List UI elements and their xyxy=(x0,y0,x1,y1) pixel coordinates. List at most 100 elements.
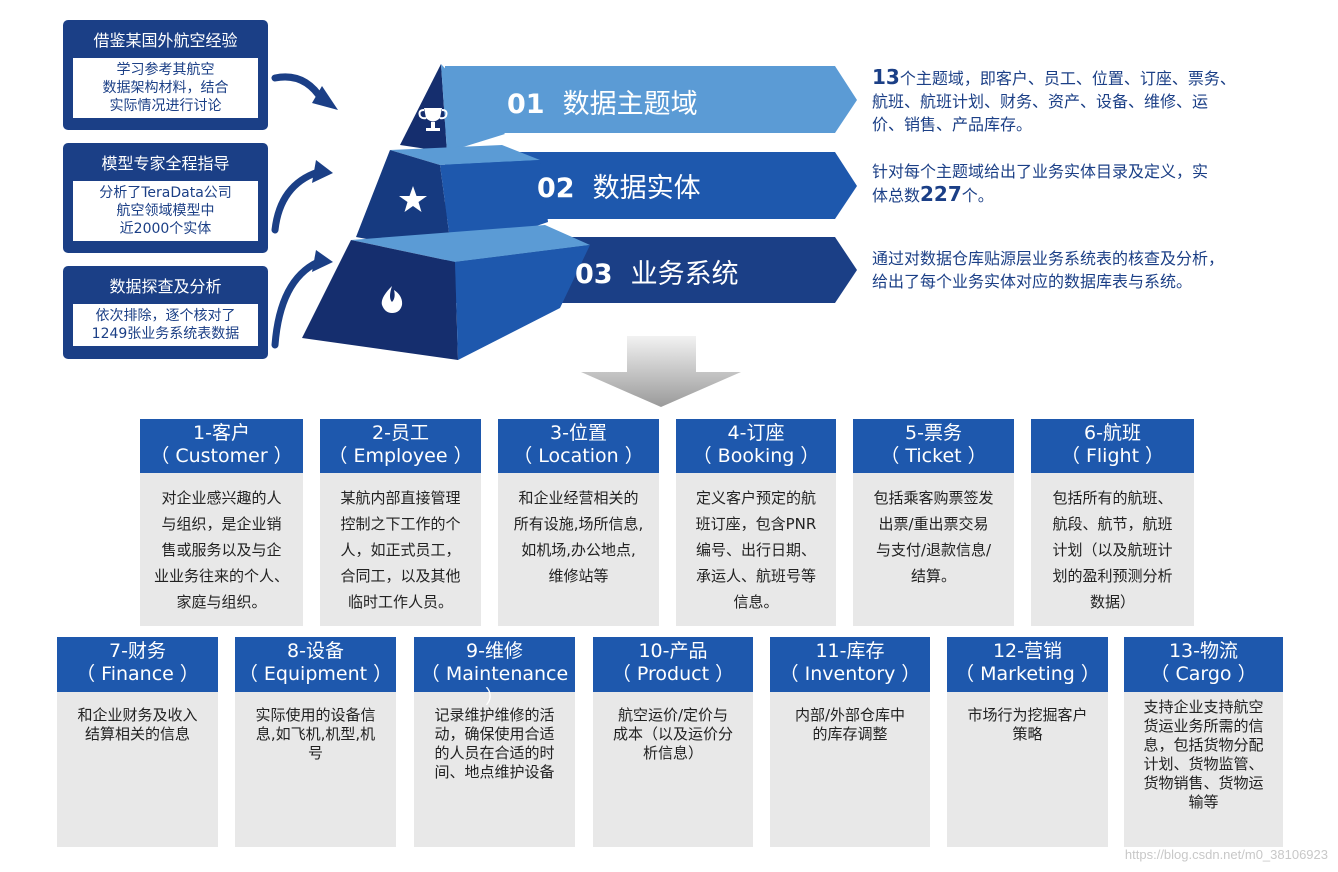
entity-desc-line: 临时工作人员。 xyxy=(347,593,453,611)
entity-desc-line: 计划、货物监管、 xyxy=(1143,755,1264,773)
left-panel-body: 学习参考其航空 数据架构材料，结合 实际情况进行讨论 xyxy=(73,58,258,118)
entity-desc-line: 的库存调整 xyxy=(812,725,888,743)
entity-desc-line: 结算。 xyxy=(910,567,956,585)
entity-card-employee: 2-员工 （ Employee ） 某航内部直接管理 控制之下工作的个 人，如正… xyxy=(320,419,481,626)
pyramid-level-3-left xyxy=(302,240,458,360)
entity-card-header: 1-客户 （ Customer ） xyxy=(140,419,303,473)
pyramid-diagram xyxy=(271,64,857,407)
left-panel-3: 数据探查及分析 依次排除，逐个核对了 1249张业务系统表数据 xyxy=(63,266,268,359)
left-panel-line: 数据架构材料，结合 xyxy=(102,80,229,96)
entity-desc-line: 与支付/退款信息/ xyxy=(875,541,992,559)
entity-desc-line: 与组织，是企业销 xyxy=(161,515,282,533)
entity-desc-line: 出票/重出票交易 xyxy=(878,515,989,533)
left-panel-title: 数据探查及分析 xyxy=(109,277,222,296)
pyramid-level-2-left xyxy=(356,150,452,255)
entity-desc-line: 和企业经营相关的 xyxy=(518,489,639,507)
left-panel-line: 近2000个实体 xyxy=(119,221,212,237)
entity-desc-line: 班订座，包含PNR xyxy=(695,515,817,533)
entity-english-name: （ Equipment ） xyxy=(238,663,393,685)
entity-card-marketing: 12-营销 （ Marketing ） 市场行为挖掘客户 策略 xyxy=(947,637,1108,847)
entity-card-body: 内部/外部仓库中 的库存调整 xyxy=(770,692,930,847)
band-title: 业务系统 xyxy=(630,259,739,290)
entity-card-equipment: 8-设备 （ Equipment ） 实际使用的设备信 息,如飞机,机型,机 号 xyxy=(235,637,396,847)
entity-title: 3-位置 xyxy=(550,422,607,444)
entity-desc-line: 划的盈利预测分析 xyxy=(1052,567,1173,585)
entity-card-header: 7-财务 （ Finance ） xyxy=(57,637,218,692)
entity-desc-line: 动，确保使用合适 xyxy=(434,725,555,743)
entity-desc-line: 间、地点维护设备 xyxy=(434,763,555,781)
entity-desc-line: 支持企业支持航空 xyxy=(1143,698,1264,716)
entity-desc-line: 航空运价/定价与 xyxy=(617,706,729,724)
entity-desc-line: 记录维护维修的活 xyxy=(434,706,555,724)
arrowhead-2 xyxy=(312,160,333,183)
entity-title: 5-票务 xyxy=(905,422,962,444)
entity-desc-line: 息，包括货物分配 xyxy=(1143,736,1264,754)
entity-card-body: 定义客户预定的航 班订座，包含PNR 编号、出行日期、 承运人、航班号等 信息。 xyxy=(676,473,836,626)
arrowhead-3 xyxy=(312,250,333,272)
entity-card-cargo: 13-物流 （ Cargo ） 支持企业支持航空 货运业务所需的信 息，包括货物… xyxy=(1124,637,1283,847)
description-line: 13个主题域，即客户、员工、位置、订座、票务、 xyxy=(872,66,1236,90)
entity-desc-line: 控制之下工作的个 xyxy=(340,515,461,533)
description-text: 个。 xyxy=(961,186,994,205)
entity-desc-line: 人，如正式员工， xyxy=(340,541,461,559)
entity-desc-line: 实际使用的设备信 xyxy=(255,706,376,724)
left-panel-line: 实际情况进行讨论 xyxy=(109,98,222,114)
entity-desc-line: 某航内部直接管理 xyxy=(340,489,461,507)
entity-desc-line: 市场行为挖掘客户 xyxy=(967,706,1088,724)
curved-arrow-1 xyxy=(271,73,326,104)
entity-card-header: 11-库存 （ Inventory ） xyxy=(770,637,930,692)
entity-card-body: 支持企业支持航空 货运业务所需的信 息，包括货物分配 计划、货物监管、 货物销售… xyxy=(1124,692,1283,847)
entity-desc-line: 对企业感兴趣的人 xyxy=(161,489,282,507)
description-line: 针对每个主题域给出了业务实体目录及定义，实 xyxy=(872,162,1209,181)
entity-desc-line: 信息。 xyxy=(733,593,779,611)
left-panel-line: 1249张业务系统表数据 xyxy=(91,326,240,342)
entity-title: 12-营销 xyxy=(992,640,1063,662)
entity-title: 10-产品 xyxy=(638,640,708,662)
entity-english-name: （ Inventory ） xyxy=(779,663,921,685)
description-line: 价、销售、产品库存。 xyxy=(872,115,1033,134)
entity-card-body: 记录维护维修的活 动，确保使用合适 的人员在合适的时 间、地点维护设备 xyxy=(414,692,575,847)
entity-english-name: （ Flight ） xyxy=(1060,445,1165,467)
entity-card-header: 12-营销 （ Marketing ） xyxy=(947,637,1108,692)
entity-card-body: 实际使用的设备信 息,如飞机,机型,机 号 xyxy=(235,692,396,847)
entity-title: 13-物流 xyxy=(1168,640,1239,662)
star-icon xyxy=(399,186,427,212)
entity-title: 4-订座 xyxy=(727,422,785,444)
entity-title: 8-设备 xyxy=(287,640,344,662)
entity-title: 7-财务 xyxy=(109,640,166,662)
entity-card-header: 2-员工 （ Employee ） xyxy=(320,419,481,473)
band-02 xyxy=(445,152,857,219)
band-number: 03 xyxy=(575,259,613,290)
band-label-03: 03 业务系统 xyxy=(575,252,739,291)
entity-title: 1-客户 xyxy=(193,422,250,444)
entity-desc-line: 货物销售、货物运 xyxy=(1143,774,1264,792)
entity-card-inventory: 11-库存 （ Inventory ） 内部/外部仓库中 的库存调整 xyxy=(770,637,930,847)
entity-desc-line: 维修站等 xyxy=(548,567,609,585)
entity-card-finance: 7-财务 （ Finance ） 和企业财务及收入 结算相关的信息 xyxy=(57,637,218,847)
entity-english-name: （ Employee ） xyxy=(328,445,473,467)
curved-arrow-3 xyxy=(271,258,322,349)
entity-title: 6-航班 xyxy=(1084,422,1141,444)
entity-desc-line: 货运业务所需的信 xyxy=(1143,717,1264,735)
pyramid-level-3-top xyxy=(351,225,590,262)
entity-card-maintenance: 9-维修 （ Maintenance ） 记录维护维修的活 动，确保使用合适 的… xyxy=(414,637,575,847)
description-text: 体总数 xyxy=(872,186,921,205)
entity-desc-line: 输等 xyxy=(1188,793,1219,811)
description-02: 针对每个主题域给出了业务实体目录及定义，实 体总数227个。 xyxy=(872,160,1208,207)
entity-card-body: 市场行为挖掘客户 策略 xyxy=(947,692,1108,847)
entity-english-name: （ Product ） xyxy=(611,663,735,685)
entity-desc-line: 合同工，以及其他 xyxy=(340,567,461,585)
entity-title: 2-员工 xyxy=(372,422,429,444)
left-panel-line: 分析了TeraData公司 xyxy=(99,185,232,201)
arrowhead-1 xyxy=(312,86,338,110)
entity-card-ticket: 5-票务 （ Ticket ） 包括乘客购票签发 出票/重出票交易 与支付/退款… xyxy=(853,419,1014,626)
left-panel-body: 分析了TeraData公司 航空领域模型中 近2000个实体 xyxy=(73,181,258,241)
entity-card-header: 5-票务 （ Ticket ） xyxy=(853,419,1014,473)
entity-english-name: （ Marketing ） xyxy=(955,663,1100,685)
entity-card-header: 4-订座 （ Booking ） xyxy=(676,419,836,473)
entity-title: 9-维修 xyxy=(466,640,523,662)
description-line: 体总数227个。 xyxy=(872,183,1208,207)
entity-card-header: 8-设备 （ Equipment ） xyxy=(235,637,396,692)
description-01: 13个主题域，即客户、员工、位置、订座、票务、 航班、航班计划、财务、资产、设备… xyxy=(872,66,1236,136)
